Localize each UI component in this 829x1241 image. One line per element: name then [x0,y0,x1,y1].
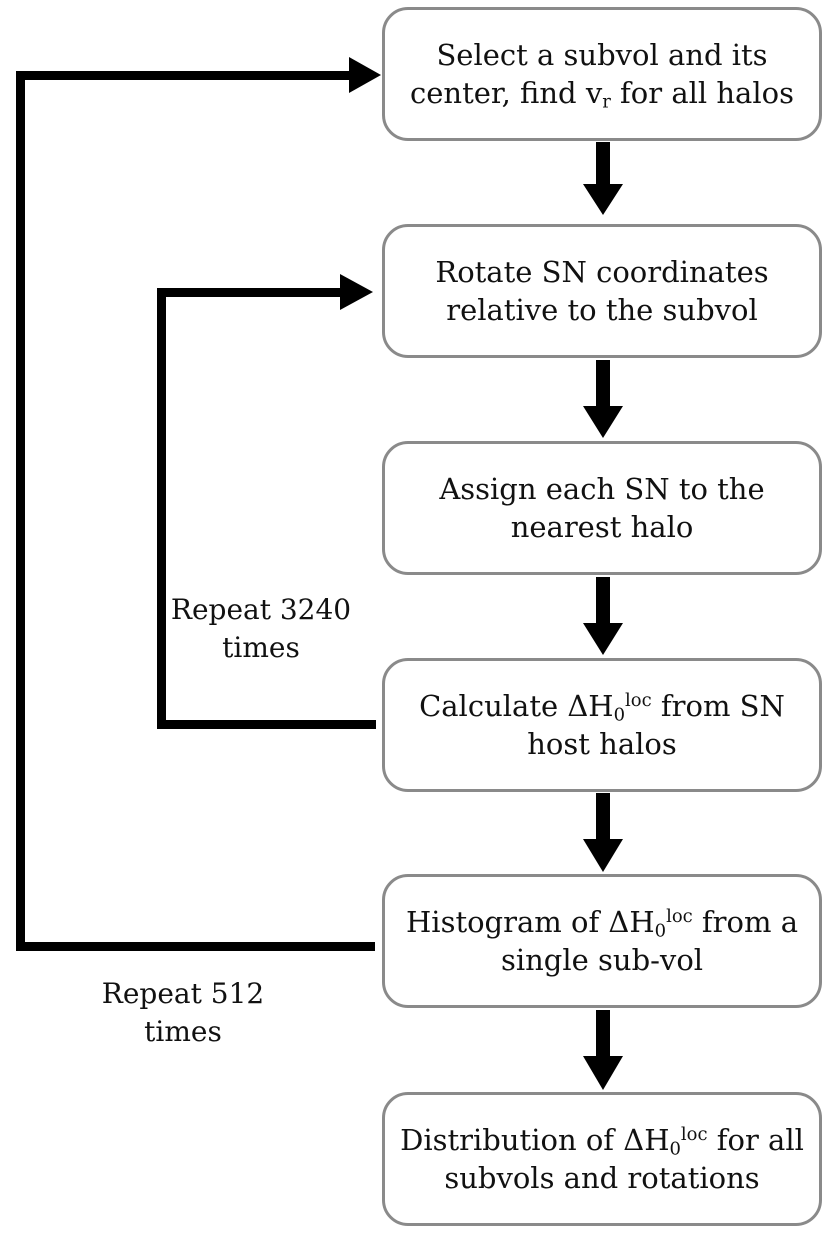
outer-loop-label-line2: times [144,1015,222,1048]
step-calculate-delta-h0-line2: host halos [527,727,677,761]
step-distribution-line2: subvols and rotations [444,1161,760,1195]
step-rotate-sn-line1: Rotate SN coordinates [435,255,769,289]
inner-loop-label-line1: Repeat 3240 [170,593,352,626]
step-assign-sn-line1: Assign each SN to the [439,472,765,506]
step-calculate-delta-h0: Calculate ΔH0loc from SN host halos [382,658,822,792]
step-calculate-delta-h0-line1: Calculate ΔH0loc from SN [419,689,785,726]
step-rotate-sn-line2: relative to the subvol [446,293,758,327]
step-select-subvol: Select a subvol and its center, find vr … [382,7,822,141]
step-select-subvol-line1: Select a subvol and its [436,38,768,72]
inner-loop-label-line2: times [222,631,300,664]
step-distribution-line1: Distribution of ΔH0loc for all [400,1123,804,1160]
arrow-step5-to-step6 [583,1010,623,1090]
arrow-step4-to-step5 [583,793,623,872]
step-histogram-line2: single sub-vol [500,943,704,977]
step-histogram-line1: Histogram of ΔH0loc from a [406,905,798,942]
inner-loop-connector [157,274,376,729]
arrow-step2-to-step3 [583,360,623,438]
outer-loop-label: Repeat 512 times [88,975,278,1051]
inner-loop-label: Repeat 3240 times [166,591,356,667]
arrow-step3-to-step4 [583,577,623,655]
step-rotate-sn: Rotate SN coordinates relative to the su… [382,224,822,358]
step-histogram: Histogram of ΔH0loc from a single sub-vo… [382,874,822,1008]
step-select-subvol-line2: center, find vr for all halos [410,76,794,113]
outer-loop-label-line1: Repeat 512 [101,977,265,1010]
arrow-step1-to-step2 [583,142,623,215]
step-assign-sn: Assign each SN to the nearest halo [382,441,822,575]
outer-loop-connector [16,57,381,951]
step-distribution: Distribution of ΔH0loc for all subvols a… [382,1092,822,1226]
step-assign-sn-line2: nearest halo [510,510,694,544]
